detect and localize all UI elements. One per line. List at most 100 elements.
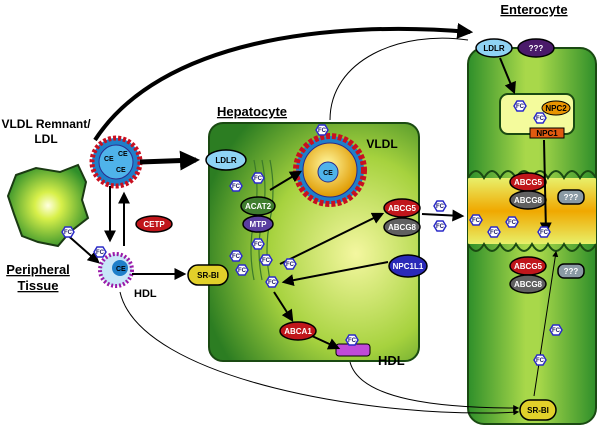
svg-text:FC: FC — [536, 358, 545, 364]
abcg5-ent2-label: ABCG5 — [514, 262, 543, 271]
svg-text:FC: FC — [96, 250, 105, 256]
mtp — [242, 215, 274, 233]
svg-text:FC: FC — [232, 184, 241, 190]
hdl-bottom-label: HDL — [378, 353, 405, 368]
acat2-label: ACAT2 — [245, 202, 272, 211]
unknown-ent-mid1 — [557, 189, 585, 205]
enterocyte-title: Enterocyte — [500, 2, 567, 17]
npc2-label: NPC2 — [545, 104, 567, 113]
srbi-hep-label: SR-BI — [197, 271, 219, 280]
npc1l1 — [388, 254, 428, 278]
unknown-ent-top — [517, 38, 555, 58]
fc-icon: FC — [93, 246, 107, 258]
cetp-label: CETP — [143, 220, 165, 229]
svg-text:FC: FC — [540, 230, 549, 236]
npc2 — [541, 100, 571, 116]
ldlr-hep-label: LDLR — [215, 156, 237, 165]
fc-icon: FC — [235, 264, 249, 276]
svg-text:FC: FC — [286, 262, 295, 268]
fc-icon: FC — [533, 354, 547, 366]
svg-text:FC: FC — [254, 242, 263, 248]
vldl-label: VLDL — [366, 137, 397, 151]
mtp-label: MTP — [250, 220, 268, 229]
hepatocyte-title: Hepatocyte — [217, 104, 287, 119]
fc-icon: FC — [251, 172, 265, 184]
fc-icon: FC — [61, 226, 75, 238]
fc-icon: FC — [537, 226, 551, 238]
fc-icon: FC — [549, 324, 563, 336]
abcg8-ent2-label: ABCG8 — [514, 280, 543, 289]
unknown-ent-mid1-label: ??? — [564, 193, 579, 202]
svg-text:FC: FC — [348, 338, 357, 344]
hdl-left-label: HDL — [134, 288, 157, 300]
vldl-remnant-title-line1: VLDL Remnant/ — [1, 117, 91, 131]
svg-text:FC: FC — [64, 230, 73, 236]
svg-text:FC: FC — [238, 268, 247, 274]
unknown-ent-mid2-label: ??? — [564, 267, 579, 276]
fc-icon: FC — [229, 250, 243, 262]
svg-text:FC: FC — [436, 224, 445, 230]
svg-text:FC: FC — [318, 128, 327, 134]
fc-icon: FC — [251, 238, 265, 250]
npc1l1-label: NPC1L1 — [393, 262, 424, 271]
fc-markers: FC FC FC FC FC FC FC FC FC FC FC FC FC F… — [61, 100, 563, 366]
ldlr-hep — [205, 149, 247, 171]
ldl-particle — [89, 135, 143, 189]
hdl-particle — [98, 252, 134, 288]
abcg5-hep — [383, 198, 421, 218]
ldlr-ent-label: LDLR — [483, 44, 505, 53]
unknown-ent-top-label: ??? — [529, 44, 544, 53]
fc-icon: FC — [345, 334, 359, 346]
svg-text:FC: FC — [436, 204, 445, 210]
fc-icon: FC — [315, 124, 329, 136]
cetp-protein — [135, 215, 173, 233]
fc-icon: FC — [229, 180, 243, 192]
abcg8-ent1-label: ABCG8 — [514, 196, 543, 205]
enterocyte-cell — [467, 47, 597, 425]
svg-text:FC: FC — [472, 218, 481, 224]
vldl-remnant-title-line2: LDL — [34, 132, 57, 146]
ldlr-ent — [475, 38, 513, 58]
abcg5-hep-label: ABCG5 — [388, 204, 417, 213]
fc-icon: FC — [513, 100, 527, 112]
peripheral-title-line1: Peripheral — [6, 262, 70, 277]
svg-text:FC: FC — [268, 280, 277, 286]
abcg8-hep-label: ABCG8 — [388, 223, 417, 232]
fc-icon: FC — [533, 112, 547, 124]
peripheral-cell — [6, 163, 90, 248]
abca1-label: ABCA1 — [284, 327, 312, 336]
svg-text:FC: FC — [490, 230, 499, 236]
srbi-ent-label: SR-BI — [527, 406, 549, 415]
fc-icon: FC — [469, 214, 483, 226]
ldl-ce-1: CE — [104, 156, 114, 163]
abcg8-hep — [383, 217, 421, 237]
svg-text:FC: FC — [508, 220, 517, 226]
hdl-disc — [335, 343, 371, 357]
acat2 — [240, 196, 276, 216]
fc-icon: FC — [265, 276, 279, 288]
fc-icon: FC — [433, 200, 447, 212]
fc-icon: FC — [259, 254, 273, 266]
srbi-ent — [519, 399, 557, 421]
srbi-hep — [187, 264, 229, 286]
fc-icon: FC — [487, 226, 501, 238]
peripheral-title-line2: Tissue — [18, 278, 59, 293]
npc1 — [529, 127, 565, 139]
fc-icon: FC — [505, 216, 519, 228]
fc-icon: FC — [283, 258, 297, 270]
npc1-label: NPC1 — [536, 129, 558, 138]
hdl-ce: CE — [116, 266, 126, 273]
arrows — [63, 22, 559, 416]
svg-text:FC: FC — [516, 104, 525, 110]
abca1 — [279, 321, 317, 341]
svg-text:FC: FC — [232, 254, 241, 260]
vldl-ce: CE — [323, 170, 333, 177]
fc-icon: FC — [433, 220, 447, 232]
svg-text:FC: FC — [552, 328, 561, 334]
ldl-ce-2: CE — [118, 151, 128, 158]
abcg5-ent1-label: ABCG5 — [514, 178, 543, 187]
unknown-ent-mid2 — [557, 263, 585, 279]
svg-text:FC: FC — [536, 116, 545, 122]
vldl-particle — [293, 133, 367, 207]
